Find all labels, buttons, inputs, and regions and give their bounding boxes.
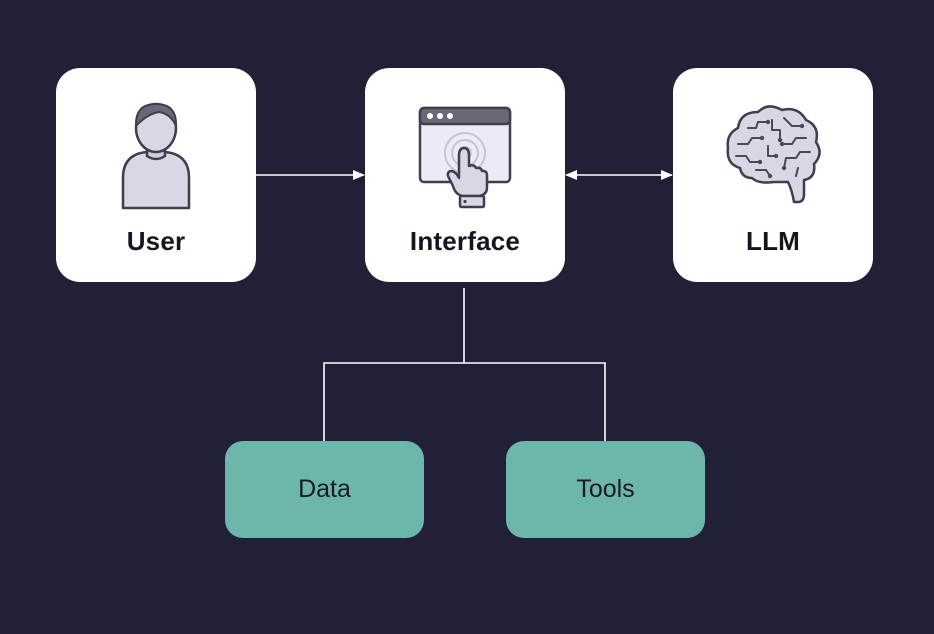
llm-node: LLM — [673, 68, 873, 282]
tools-label: Tools — [576, 475, 635, 503]
data-label: Data — [298, 475, 351, 503]
brain-icon — [718, 98, 828, 212]
interface-label: Interface — [409, 226, 521, 256]
user-label: User — [126, 226, 186, 256]
user-icon — [101, 98, 211, 212]
tools-node: Tools — [506, 441, 705, 538]
data-node: Data — [225, 441, 424, 538]
user-node: User — [56, 68, 256, 282]
edge-branch-data — [323, 362, 464, 441]
edge-branch-tools — [464, 362, 606, 441]
llm-label: LLM — [745, 226, 801, 256]
interface-node: Interface — [365, 68, 565, 282]
touch-interface-icon — [410, 98, 520, 212]
